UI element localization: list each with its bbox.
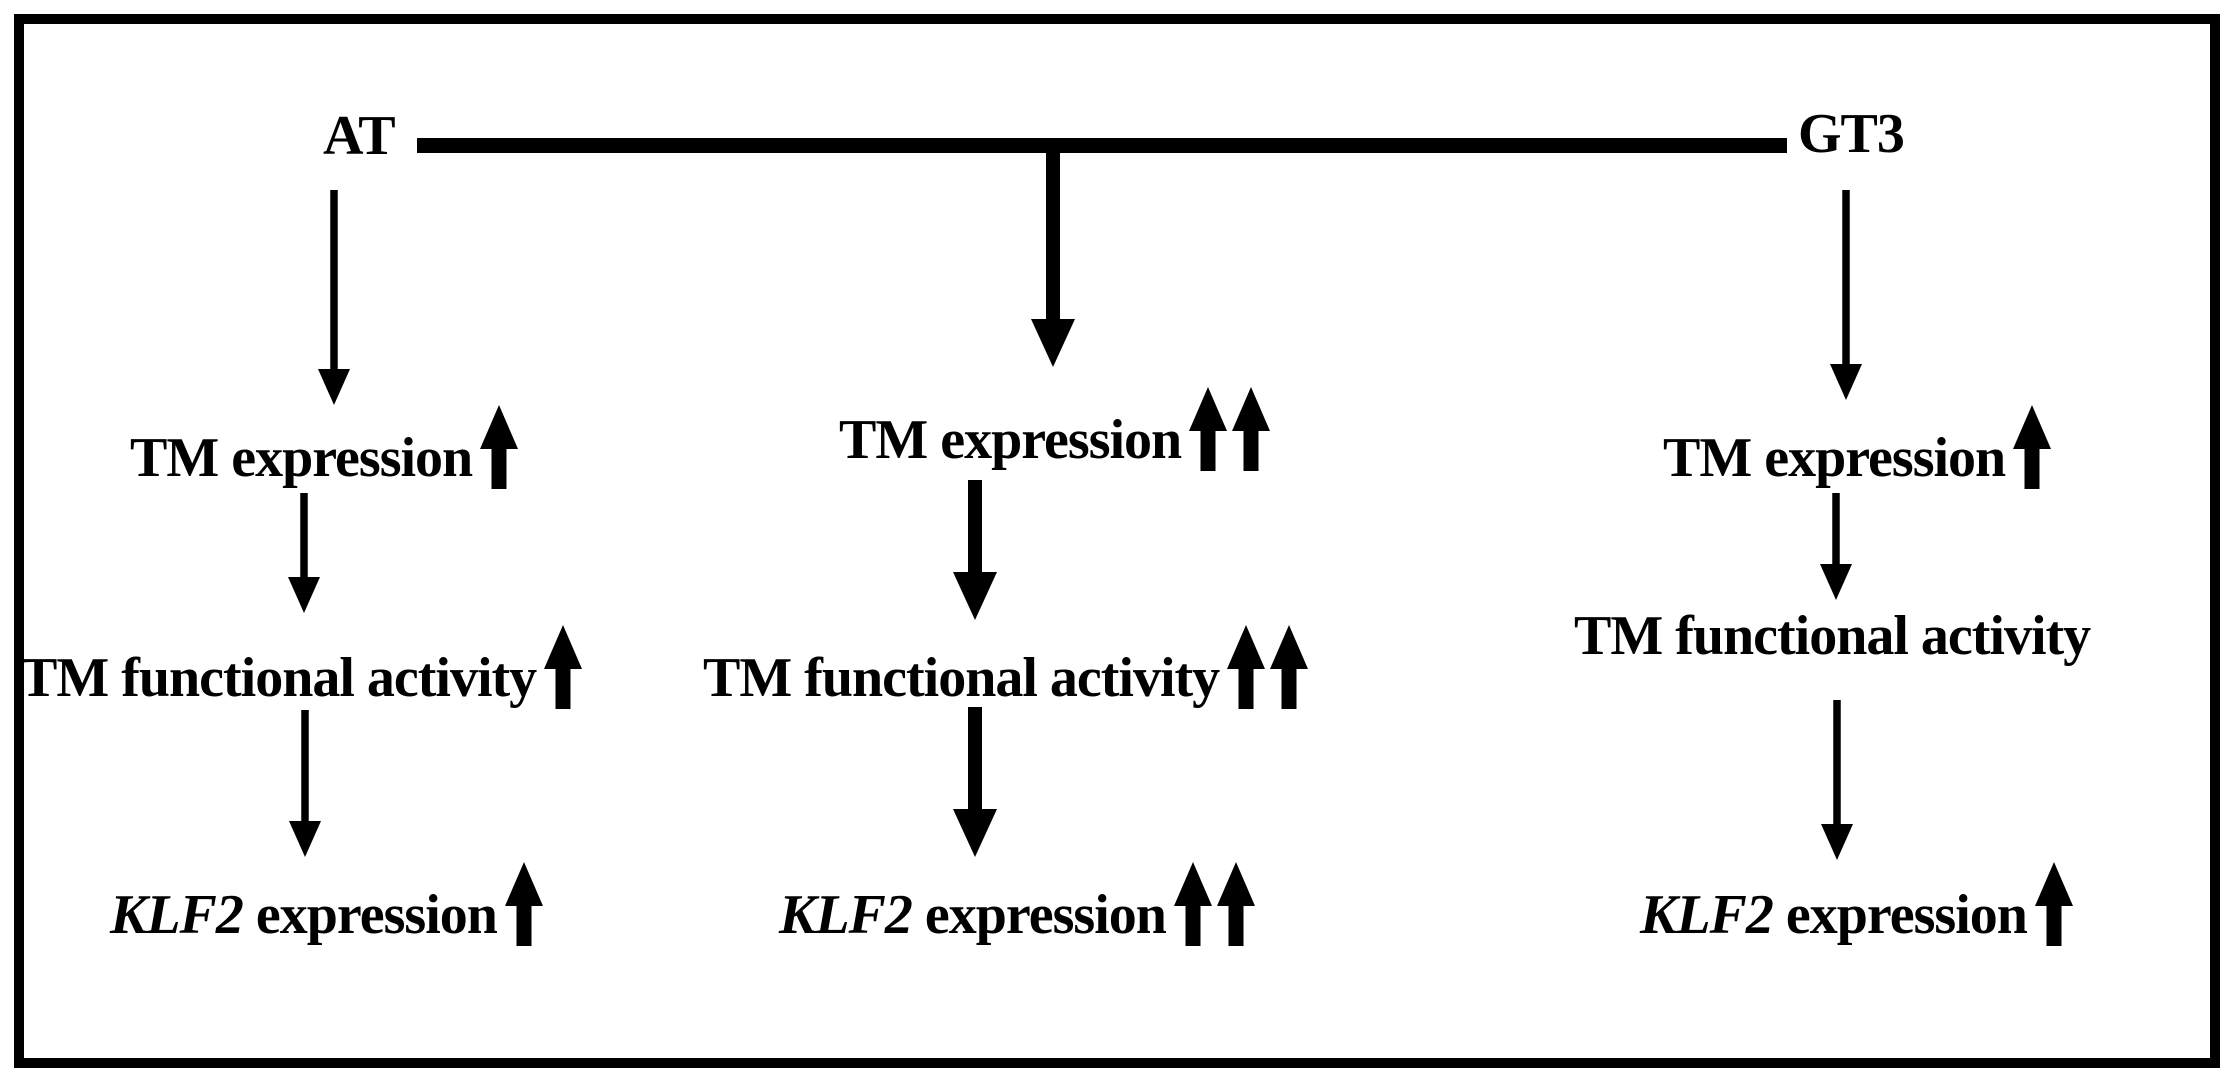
down-arrow-icon (953, 480, 997, 620)
node-gt3-tm-functional-activity: TM functional activity (1574, 605, 2098, 667)
up-arrow-icon (1227, 625, 1266, 709)
treatment-label-gt3: GT3 (1798, 103, 1905, 165)
up-arrow-icon (2034, 862, 2073, 946)
up-arrow-icons (1189, 387, 1271, 471)
up-arrow-icons (544, 625, 583, 709)
gene-name-italic: KLF2 (779, 884, 913, 946)
down-arrow-icon (953, 707, 997, 857)
up-arrow-icon (1270, 625, 1309, 709)
node-label: TM expression (1663, 427, 2006, 489)
node-label-rest: expression (242, 884, 498, 946)
down-arrow-icon (289, 710, 321, 857)
up-arrow-icons (504, 862, 543, 946)
up-arrow-icon (1216, 862, 1255, 946)
up-arrow-icons (480, 405, 519, 489)
node-label: TM functional activity (20, 647, 537, 709)
up-arrow-icon (1189, 387, 1228, 471)
up-arrow-icon (2013, 405, 2052, 489)
up-arrow-icon (1173, 862, 1212, 946)
up-arrow-icon (1232, 387, 1271, 471)
up-arrow-icons (1227, 625, 1309, 709)
node-label: TM functional activity (1574, 605, 2091, 667)
down-arrow-icon (1821, 700, 1853, 860)
node-combo-klf2-expression: KLF2 expression (779, 862, 1255, 946)
node-gt3-tm-expression: TM expression (1663, 405, 2052, 489)
node-at-tm-functional-activity: TM functional activity (20, 625, 583, 709)
down-arrow-icon (318, 190, 350, 405)
up-arrow-icons (1173, 862, 1255, 946)
node-label: KLF2 expression (779, 884, 1167, 946)
node-at-klf2-expression: KLF2 expression (110, 862, 543, 946)
node-gt3-klf2-expression: KLF2 expression (1640, 862, 2073, 946)
node-combo-tm-expression: TM expression (839, 387, 1271, 471)
combination-line (417, 138, 1787, 153)
down-arrow-icon (1820, 493, 1852, 600)
node-label: TM expression (130, 427, 473, 489)
node-label: TM expression (839, 409, 1182, 471)
up-arrow-icon (504, 862, 543, 946)
node-label: KLF2 expression (1640, 884, 2028, 946)
node-at-tm-expression: TM expression (130, 405, 519, 489)
up-arrow-icon (544, 625, 583, 709)
down-arrow-icon (1031, 151, 1075, 367)
up-arrow-icons (2034, 862, 2073, 946)
figure-frame (14, 14, 2220, 1068)
node-combo-tm-functional-activity: TM functional activity (703, 625, 1309, 709)
gene-name-italic: KLF2 (110, 884, 244, 946)
node-label: TM functional activity (703, 647, 1220, 709)
down-arrow-icon (288, 493, 320, 613)
up-arrow-icons (2013, 405, 2052, 489)
node-label: KLF2 expression (110, 884, 498, 946)
up-arrow-icon (480, 405, 519, 489)
gene-name-italic: KLF2 (1640, 884, 1774, 946)
treatment-label-at: AT (323, 105, 396, 167)
node-label-rest: expression (911, 884, 1167, 946)
down-arrow-icon (1830, 190, 1862, 400)
node-label-rest: expression (1772, 884, 2028, 946)
